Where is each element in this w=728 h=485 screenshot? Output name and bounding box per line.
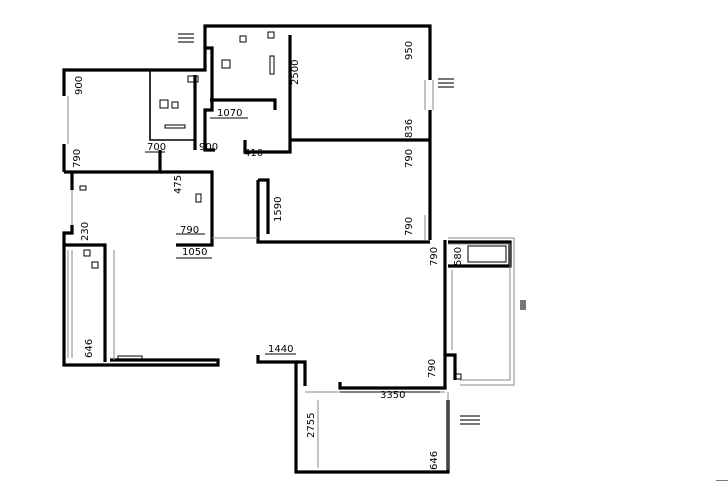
dim-790-right-a: 790 — [404, 149, 415, 168]
dim-2500: 2500 — [290, 60, 301, 85]
wall-bedroom-2 — [256, 180, 430, 244]
dim-700: 700 — [147, 142, 166, 153]
wall-bedroom-2-stub — [258, 178, 270, 234]
fixture-marks — [79, 31, 462, 380]
balcony-rail-2 — [448, 243, 511, 381]
wall-bath-inner — [149, 70, 195, 141]
wall-bedroom-top-right — [203, 24, 432, 80]
dim-900-mid: 900 — [199, 142, 218, 153]
dim-3350: 3350 — [380, 390, 405, 401]
balcony-rail — [448, 237, 515, 386]
dim-836: 836 — [404, 119, 415, 138]
dim-1440: 1440 — [268, 344, 293, 355]
annotation-marks — [178, 33, 728, 481]
wall-left-top-room — [62, 68, 150, 96]
balcony-inner — [467, 245, 507, 263]
dim-410: 410 — [244, 148, 263, 159]
wall-living-3350 — [338, 353, 457, 390]
dim-1050: 1050 — [182, 247, 207, 258]
dim-230: 230 — [80, 222, 91, 241]
wall-corridor-410 — [243, 140, 292, 154]
dim-646-right: 646 — [429, 451, 440, 470]
dim-2755: 2755 — [306, 413, 317, 438]
dim-790-low: 790 — [427, 359, 438, 378]
wall-living-upper — [296, 360, 307, 386]
dim-790-left: 790 — [72, 149, 83, 168]
dim-900-left: 900 — [74, 76, 85, 95]
dim-790-door: 790 — [180, 225, 199, 236]
dim-950: 950 — [404, 41, 415, 60]
dim-646-left: 646 — [84, 339, 95, 358]
dim-1590: 1590 — [273, 197, 284, 222]
wall-stub-1070 — [210, 98, 277, 110]
dimension-ticks — [145, 117, 440, 393]
wall-left-mid-right — [160, 170, 214, 247]
dim-790-right-b: 790 — [404, 217, 415, 236]
dim-790-balcony: 790 — [429, 247, 440, 266]
wall-left-bottom — [62, 245, 220, 367]
dim-580: 580 — [453, 247, 464, 266]
wall-living-bottom — [256, 355, 450, 474]
wall-left-mid-bottom — [62, 225, 107, 362]
dim-475: 475 — [173, 175, 184, 194]
wall-bath-block — [150, 46, 215, 152]
dim-1070: 1070 — [217, 108, 242, 119]
